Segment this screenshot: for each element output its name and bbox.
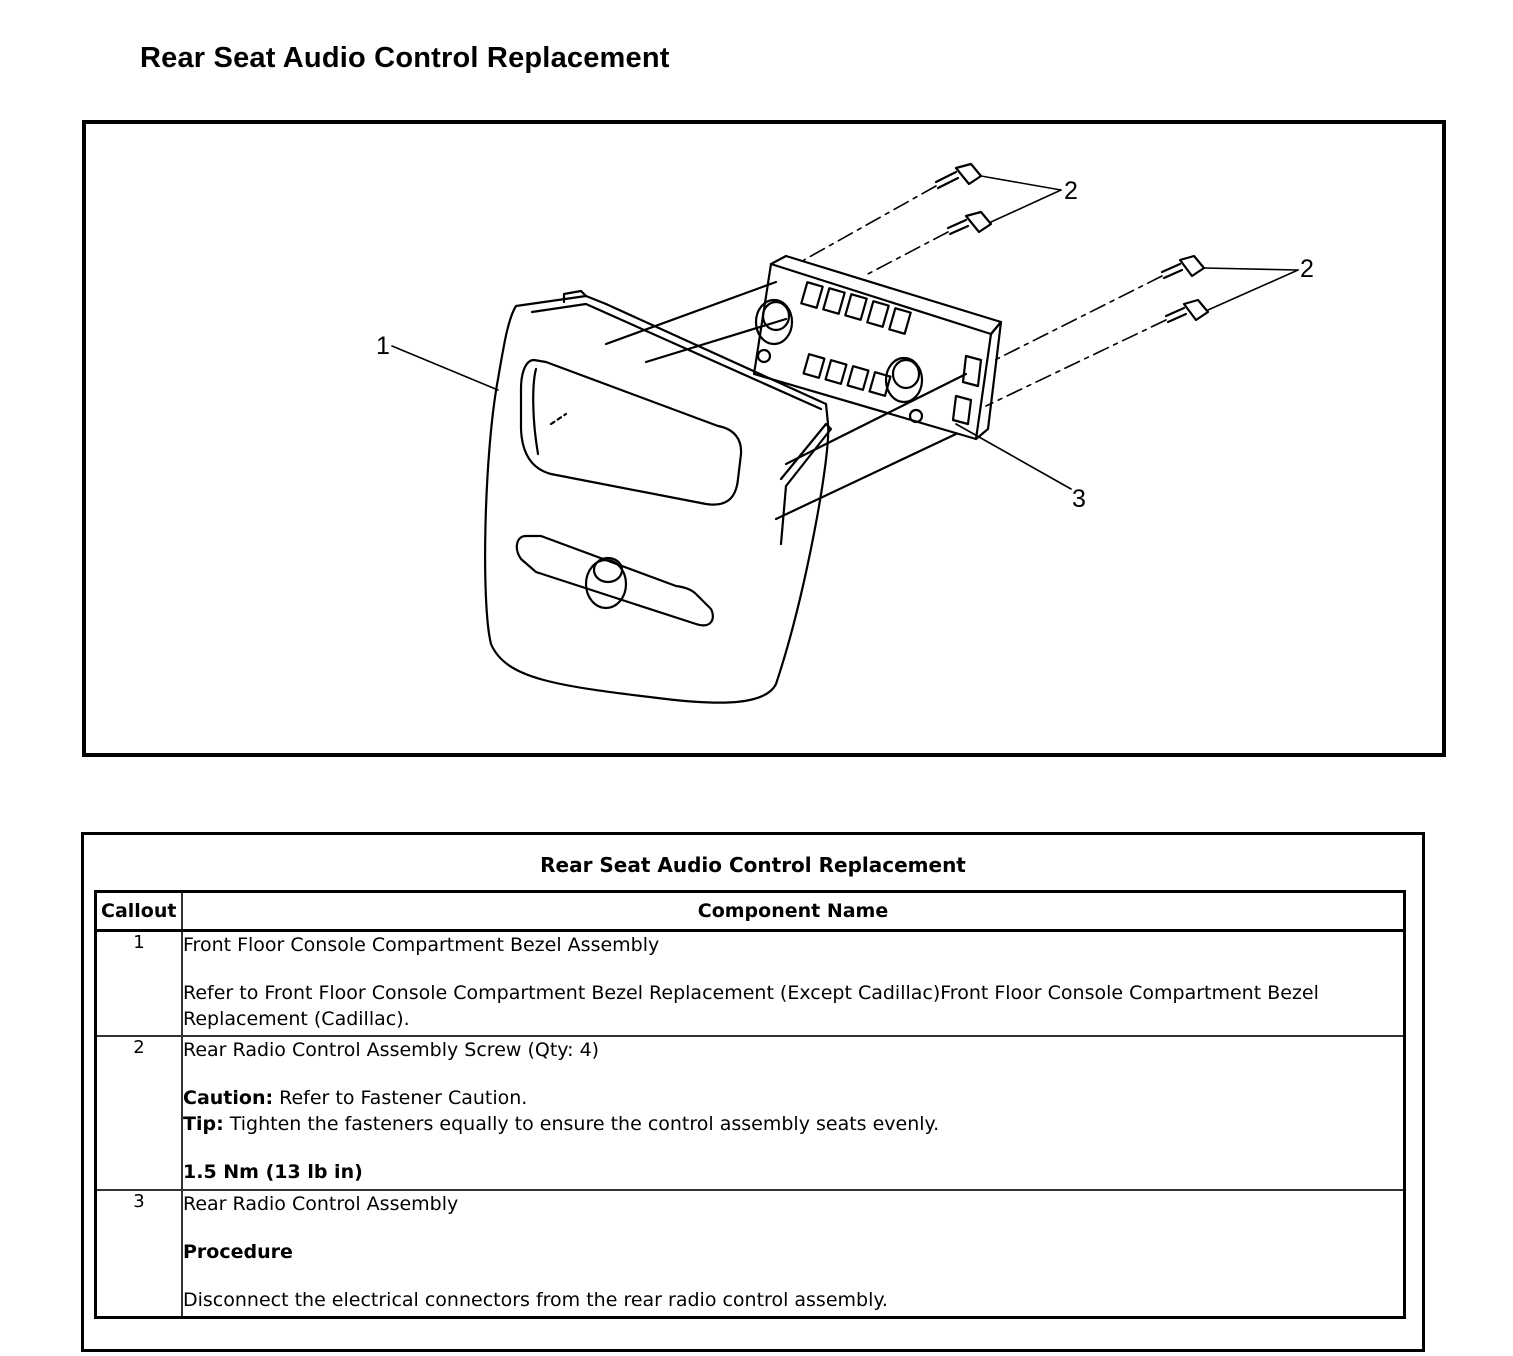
table-header-row: Callout Component Name [94, 890, 1406, 932]
procedure-text: Disconnect the electrical connectors fro… [183, 1289, 888, 1311]
header-component-name: Component Name [181, 890, 1406, 932]
torque-spec: 1.5 Nm (13 lb in) [183, 1161, 363, 1183]
leader-3 [955, 423, 1072, 490]
radio-control-body [752, 262, 993, 441]
component-table: Callout Component Name 1 Front Floor Con… [94, 890, 1406, 1319]
callout-3: 3 [1072, 485, 1086, 513]
bezel-opening-depth [532, 367, 540, 456]
bezel-lower-slot [515, 534, 714, 627]
tip-text: Tighten the fasteners equally to ensure … [223, 1113, 940, 1135]
callout-number: 1 [94, 929, 183, 1037]
bezel-knob [584, 558, 628, 610]
component-name: Rear Radio Control Assembly [183, 1193, 459, 1215]
callout-2b: 2 [1300, 255, 1314, 283]
component-name: Front Floor Console Compartment Bezel As… [183, 934, 660, 956]
bezel-inner-edge [530, 302, 823, 411]
callout-2a: 2 [1064, 177, 1078, 205]
header-callout: Callout [94, 890, 183, 932]
exploded-view-drawing: 1 2 2 3 [376, 162, 1314, 704]
callout-1: 1 [376, 332, 390, 360]
component-name: Rear Radio Control Assembly Screw (Qty: … [183, 1039, 600, 1061]
screw-group-right [1160, 254, 1210, 324]
exploded-view-figure: 1 2 2 3 [82, 120, 1446, 757]
radio-left-knob [754, 298, 794, 346]
bezel-outline [484, 294, 830, 704]
tip-line: Tip: Tighten the fasteners equally to en… [183, 1111, 1403, 1137]
screw-group-top [934, 162, 993, 236]
page-title: Rear Seat Audio Control Replacement [140, 42, 670, 74]
component-table-frame: Rear Seat Audio Control Replacement Call… [81, 832, 1425, 1352]
bezel-opening [519, 358, 743, 506]
leader-2b-1 [1203, 267, 1299, 271]
table-row: 1 Front Floor Console Compartment Bezel … [94, 929, 1406, 1037]
caution-label: Caution: [183, 1087, 274, 1109]
callout-number: 2 [94, 1035, 183, 1191]
component-description: Front Floor Console Compartment Bezel As… [181, 929, 1406, 1037]
table-row: 3 Rear Radio Control Assembly Procedure … [94, 1189, 1406, 1319]
table-row: 2 Rear Radio Control Assembly Screw (Qty… [94, 1035, 1406, 1191]
leader-2b-2 [1207, 269, 1299, 311]
bezel-tab [562, 289, 588, 304]
radio-right-knob [884, 356, 924, 404]
component-note: Refer to Front Floor Console Compartment… [183, 982, 1319, 1030]
callout-number: 3 [94, 1189, 183, 1319]
bezel-side-flange [779, 422, 833, 546]
component-description: Rear Radio Control Assembly Procedure Di… [181, 1189, 1406, 1319]
caution-line: Caution: Refer to Fastener Caution. [183, 1085, 1403, 1111]
tip-label: Tip: [183, 1113, 224, 1135]
caution-text: Refer to Fastener Caution. [273, 1087, 528, 1109]
radio-control-top [769, 254, 1003, 336]
table-caption: Rear Seat Audio Control Replacement [540, 853, 966, 877]
component-description: Rear Radio Control Assembly Screw (Qty: … [181, 1035, 1406, 1191]
procedure-label: Procedure [183, 1241, 293, 1263]
leader-2a-2 [990, 189, 1062, 223]
leader-1 [391, 345, 499, 391]
leader-2a-1 [980, 175, 1062, 191]
